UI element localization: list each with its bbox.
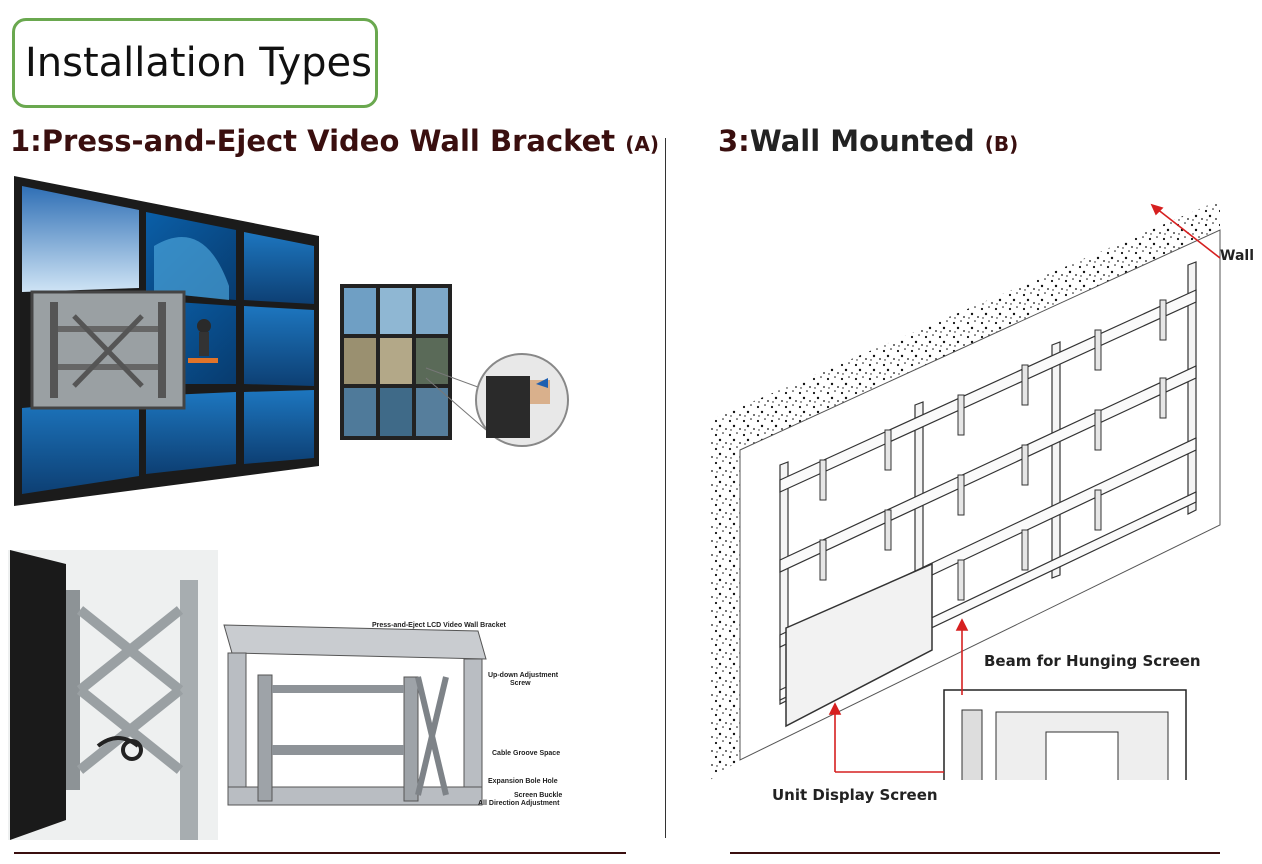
callout-cable-groove-space: Cable Groove Space [492, 750, 561, 757]
section-b-title: Wall Mounted [749, 124, 975, 158]
bottom-rule-right [730, 852, 1220, 854]
bracket-photo [8, 550, 218, 840]
callout-expansion-bole-hole: Expansion Bole Hole [488, 778, 558, 785]
bottom-rule-left [14, 852, 626, 854]
section-b-heading: 3:Wall Mounted (B) [718, 124, 1018, 158]
section-a-heading: 1:Press-and-Eject Video Wall Bracket (A) [10, 124, 659, 158]
label-wall: Wall [1220, 248, 1254, 264]
section-a-title: Press-and-Eject Video Wall Bracket [41, 124, 616, 158]
section-b-tag: (B) [984, 132, 1019, 156]
bracket-diagram [218, 615, 498, 815]
section-a-tag: (A) [625, 132, 660, 156]
callout-screen-buckle: Screen Buckle [514, 792, 563, 799]
callout-up-down-adjustment: Up-down Adjustment [488, 672, 559, 679]
page-title-text: Installation Types [25, 40, 372, 86]
video-wall-photo [14, 176, 324, 506]
label-unit-display-screen: Unit Display Screen [772, 786, 938, 804]
page-title: Installation Types [12, 18, 378, 108]
label-beam-for-hanging-screen: Beam for Hunging Screen [984, 652, 1201, 670]
section-a-number: 1: [10, 124, 42, 158]
press-eject-detail-photo [336, 280, 576, 450]
wall-mounted-diagram [700, 180, 1240, 780]
column-divider [665, 138, 666, 838]
callout-screw: Screw [510, 680, 531, 687]
callout-all-direction-adjustment: All Direction Adjustment [478, 800, 560, 807]
section-b-number: 3: [718, 124, 750, 158]
bracket-diagram-title: Press-and-Eject LCD Video Wall Bracket [372, 622, 506, 629]
